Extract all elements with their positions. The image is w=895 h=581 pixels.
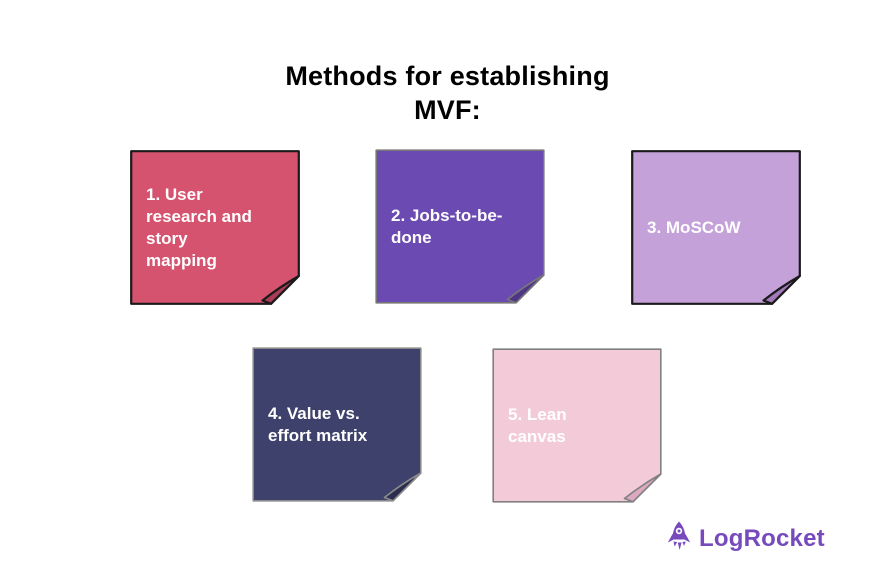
sticky-note-paper — [631, 150, 801, 305]
logo-text: LogRocket — [699, 525, 825, 552]
folded-corner — [261, 274, 300, 305]
folded-corner — [506, 274, 545, 304]
sticky-note-value-effort-matrix: 4. Value vs. effort matrix — [252, 347, 422, 502]
folded-corner — [623, 473, 662, 503]
sticky-note-lean-canvas: 5. Lean canvas — [492, 348, 662, 503]
folded-corner — [762, 274, 801, 305]
rocket-icon — [667, 521, 691, 550]
sticky-note-paper — [375, 149, 545, 304]
note-label: 5. Lean canvas — [508, 404, 567, 446]
sticky-note-paper — [492, 348, 662, 503]
note-label: 4. Value vs. effort matrix — [268, 403, 368, 445]
logo: LogRocket — [663, 519, 825, 559]
folded-corner — [383, 472, 422, 502]
note-label: 3. MoSCoW — [647, 217, 741, 237]
sticky-note-paper — [130, 150, 300, 305]
page-title: Methods for establishing MVF: — [285, 61, 610, 126]
note-label: 2. Jobs-to-be- done — [391, 205, 503, 247]
sticky-note-moscow: 3. MoSCoW — [631, 150, 801, 305]
sticky-note-paper — [252, 347, 422, 502]
sticky-note-user-research: 1. User research and story mapping — [130, 150, 300, 305]
sticky-note-jobs-to-be-done: 2. Jobs-to-be- done — [375, 149, 545, 304]
note-label: 1. User research and story mapping — [146, 184, 252, 270]
